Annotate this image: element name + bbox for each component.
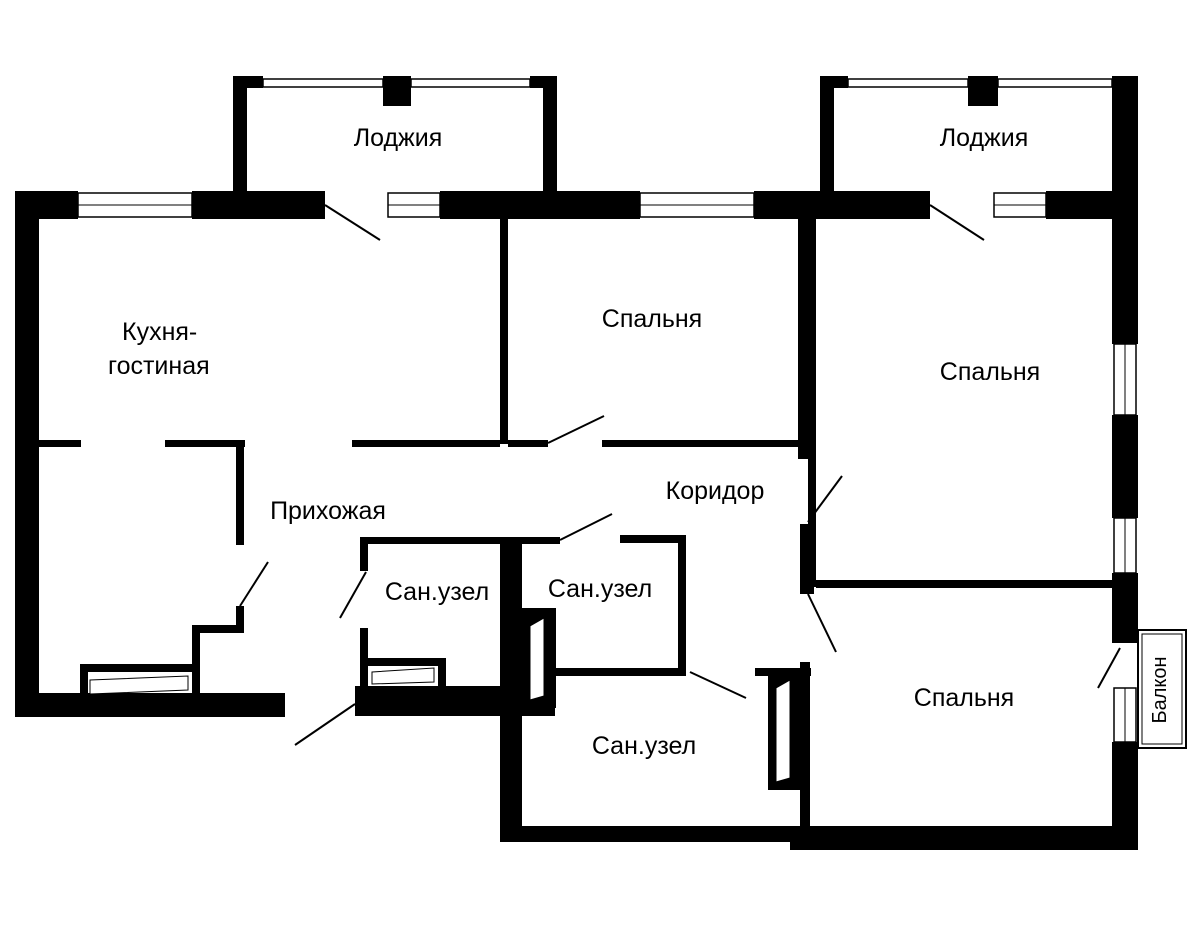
interior-walls (39, 219, 1112, 832)
windows (77, 78, 1137, 743)
bedroom-right-label: Спальня (940, 358, 1040, 386)
corridor-label: Коридор (666, 477, 765, 505)
loggia-left-label: Лоджия (354, 124, 443, 152)
doors (239, 204, 1121, 746)
outer-walls (15, 76, 1138, 850)
balcony (1137, 629, 1187, 749)
loggia-walls (233, 76, 998, 194)
bathroom-2-label: Сан.узел (548, 575, 652, 603)
kitchen-label-line2: гостиная (108, 352, 210, 380)
kitchen-label-line1: Кухня- (122, 318, 197, 346)
loggia-right-label: Лоджия (940, 124, 1029, 152)
bathroom-1-label: Сан.узел (385, 578, 489, 606)
bedroom-top-label: Спальня (602, 305, 702, 333)
hallway-label: Прихожая (270, 497, 386, 525)
fixtures (89, 617, 791, 783)
bedroom-bottom-label: Спальня (914, 684, 1014, 712)
balcony-label: Балкон (1149, 656, 1171, 723)
bathroom-3-label: Сан.узел (592, 732, 696, 760)
